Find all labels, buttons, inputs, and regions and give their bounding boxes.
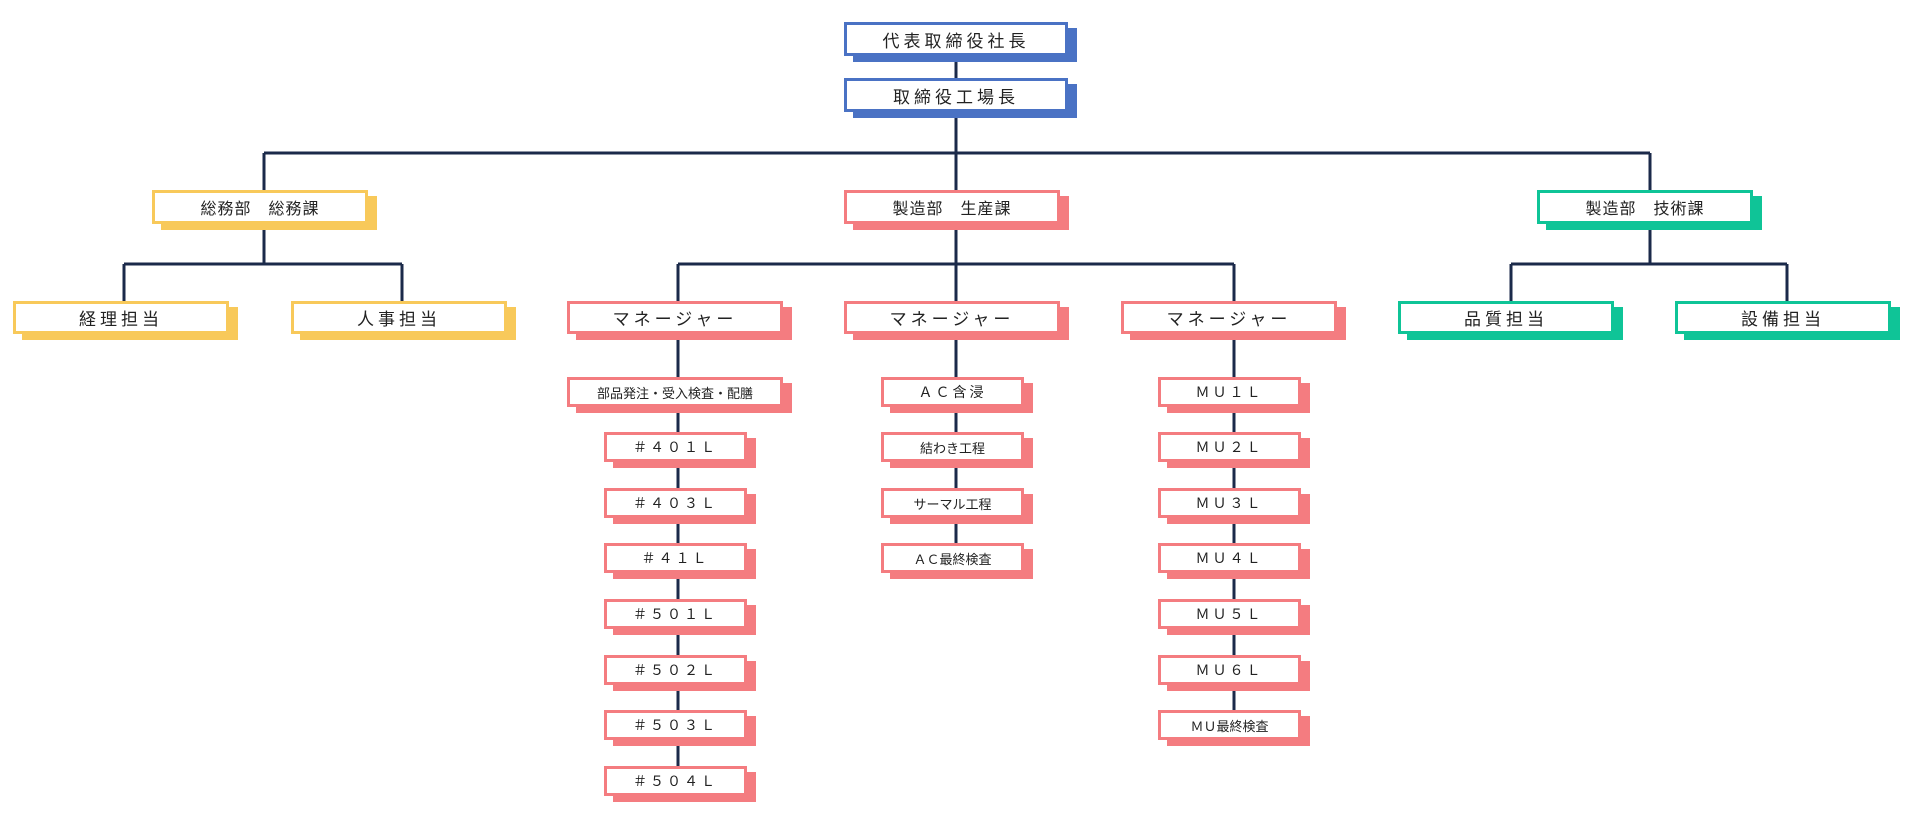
line-item-label: サーマル工程 <box>913 497 992 513</box>
line-item[interactable]: ＭＵ１Ｌ <box>1158 377 1301 407</box>
line-item[interactable]: サーマル工程 <box>881 488 1024 518</box>
line-item-label: ＡＣ最終検査 <box>913 552 992 568</box>
node-label: 総務部 総務課 <box>200 199 320 218</box>
node-label: 製造部 生産課 <box>892 199 1012 218</box>
line-item[interactable]: ＭＵ４Ｌ <box>1158 543 1301 573</box>
line-item[interactable]: ＭＵ３Ｌ <box>1158 488 1301 518</box>
line-item-label: ＭＵ１Ｌ <box>1195 385 1264 401</box>
node-hr[interactable]: 人事担当 <box>291 301 507 334</box>
node-accounting[interactable]: 経理担当 <box>13 301 229 334</box>
node-engineering-dept[interactable]: 製造部 技術課 <box>1537 190 1753 224</box>
node-label: マネージャー <box>612 310 738 330</box>
line-item-label: ＭＵ３Ｌ <box>1195 496 1264 512</box>
line-item-label: ＡＣ含浸 <box>918 385 987 401</box>
line-item-label: ＭＵ２Ｌ <box>1195 440 1264 456</box>
node-production-dept[interactable]: 製造部 生産課 <box>844 190 1060 224</box>
node-manager-3[interactable]: マネージャー <box>1121 301 1337 334</box>
line-item[interactable]: ＃４０１Ｌ <box>604 432 747 462</box>
line-item[interactable]: 部品発注・受入検査・配膳 <box>567 377 783 407</box>
line-item[interactable]: ＃５０２Ｌ <box>604 655 747 685</box>
line-item-label: 結わき工程 <box>919 441 985 457</box>
line-item[interactable]: ＃５０１Ｌ <box>604 599 747 629</box>
line-item[interactable]: ＭＵ２Ｌ <box>1158 432 1301 462</box>
node-label: 人事担当 <box>357 310 441 330</box>
line-item-label: ＃４１Ｌ <box>641 551 710 567</box>
line-item[interactable]: ＃５０４Ｌ <box>604 766 747 796</box>
line-item[interactable]: ＭＵ６Ｌ <box>1158 655 1301 685</box>
node-admin-dept[interactable]: 総務部 総務課 <box>152 190 368 224</box>
line-item-label: ＃５０３Ｌ <box>633 718 718 734</box>
line-item[interactable]: ＡＣ含浸 <box>881 377 1024 407</box>
line-item-label: ＃５０２Ｌ <box>633 663 718 679</box>
node-manager-1[interactable]: マネージャー <box>567 301 783 334</box>
line-item-label: ＭＵ６Ｌ <box>1195 663 1264 679</box>
line-item[interactable]: ＡＣ最終検査 <box>881 543 1024 573</box>
node-plant-manager[interactable]: 取締役工場長 <box>844 78 1068 112</box>
line-item[interactable]: ＭＵ最終検査 <box>1158 710 1301 740</box>
node-label: 代表取締役社長 <box>882 31 1030 52</box>
line-item-label: 部品発注・受入検査・配膳 <box>596 386 753 402</box>
line-item-label: ＃５０４Ｌ <box>633 774 718 790</box>
line-item[interactable]: 結わき工程 <box>881 432 1024 462</box>
line-item-label: ＭＵ最終検査 <box>1190 719 1269 735</box>
node-label: 設備担当 <box>1741 310 1825 330</box>
line-item-label: ＃４０３Ｌ <box>633 496 718 512</box>
node-manager-2[interactable]: マネージャー <box>844 301 1060 334</box>
line-item[interactable]: ＃５０３Ｌ <box>604 710 747 740</box>
line-item[interactable]: ＭＵ５Ｌ <box>1158 599 1301 629</box>
line-item[interactable]: ＃４０３Ｌ <box>604 488 747 518</box>
node-label: 取締役工場長 <box>893 87 1019 108</box>
line-item-label: ＃５０１Ｌ <box>633 607 718 623</box>
line-item-label: ＃４０１Ｌ <box>633 440 718 456</box>
node-quality[interactable]: 品質担当 <box>1398 301 1614 334</box>
node-label: 製造部 技術課 <box>1585 199 1705 218</box>
node-label: マネージャー <box>889 310 1015 330</box>
line-item-label: ＭＵ５Ｌ <box>1195 607 1264 623</box>
line-item-label: ＭＵ４Ｌ <box>1195 551 1264 567</box>
node-label: 品質担当 <box>1464 310 1548 330</box>
node-president[interactable]: 代表取締役社長 <box>844 22 1068 56</box>
line-item[interactable]: ＃４１Ｌ <box>604 543 747 573</box>
node-label: マネージャー <box>1166 310 1292 330</box>
node-equipment[interactable]: 設備担当 <box>1675 301 1891 334</box>
node-label: 経理担当 <box>79 310 163 330</box>
